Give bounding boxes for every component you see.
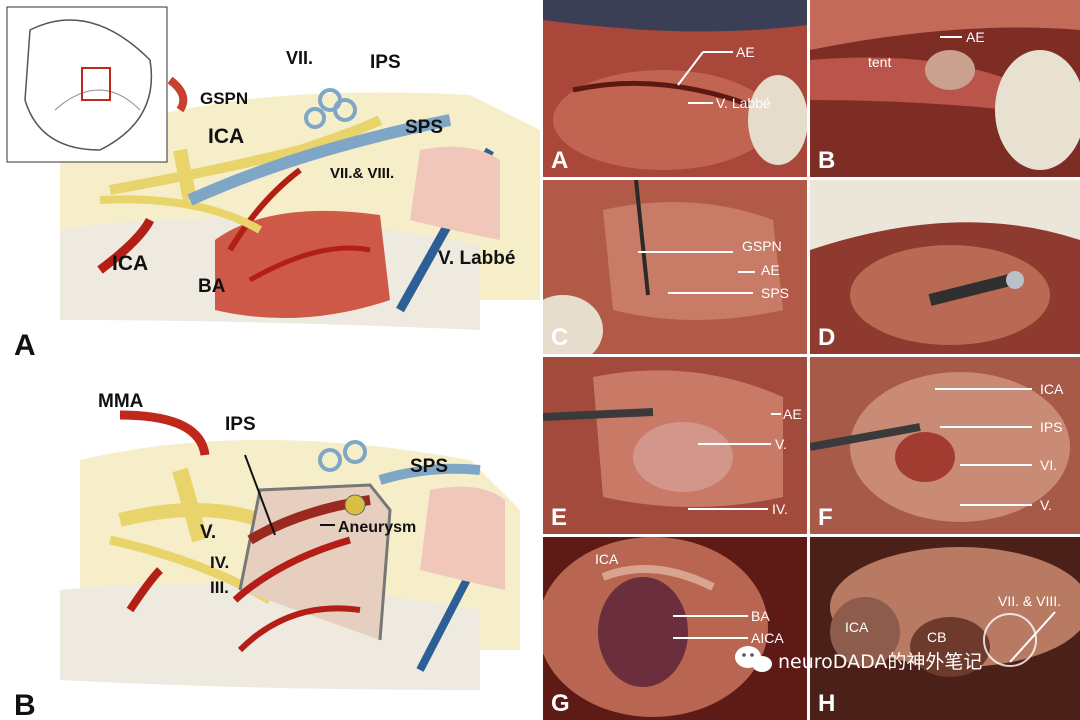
photo-d: D <box>810 180 1080 354</box>
photo-g-letter: G <box>551 690 570 717</box>
photo-c-label-sps: SPS <box>761 285 789 301</box>
photo-a-letter: A <box>551 147 568 174</box>
label-ips: IPS <box>370 52 401 73</box>
label-sps: SPS <box>410 456 448 477</box>
label-v: V. <box>200 522 216 543</box>
photo-c-label-gspn: GSPN <box>742 238 782 254</box>
photo-f: ICA IPS VI. V. F <box>810 357 1080 534</box>
photo-b-label-ae: AE <box>966 29 985 45</box>
label-ica-left: ICA <box>112 252 148 275</box>
photo-f-letter: F <box>818 504 833 531</box>
label-v-labbe: V. Labbé <box>438 248 515 269</box>
photo-e-label-ae: AE <box>783 406 802 422</box>
photo-f-label-vi: VI. <box>1040 457 1057 473</box>
photo-a-label-v-labbe: V. Labbé <box>716 95 771 111</box>
label-iii: III. <box>210 578 229 597</box>
photo-e-label-v: V. <box>775 436 787 452</box>
label-ica-top: ICA <box>208 125 244 148</box>
photo-a: AE V. Labbé A <box>543 0 807 177</box>
panel-letter-a: A <box>14 329 36 360</box>
photo-h-label-vii-viii: VII. & VIII. <box>998 593 1061 609</box>
watermark: neuroDADA的神外笔记 <box>720 610 1080 690</box>
photo-e-label-iv: IV. <box>772 501 788 517</box>
illustration-b: MMA IPS SPS Aneurysm V. IV. III. B <box>0 360 540 720</box>
wechat-icon <box>735 646 772 672</box>
photo-b-label-tent: tent <box>868 54 891 70</box>
photo-c-letter: C <box>551 324 568 351</box>
photo-d-letter: D <box>818 324 835 351</box>
label-vii-viii: VII.& VIII. <box>330 165 394 182</box>
photo-g-label-ica: ICA <box>595 551 619 567</box>
photo-e-letter: E <box>551 504 567 531</box>
photo-c: GSPN AE SPS C <box>543 180 807 354</box>
photo-h-letter: H <box>818 690 835 717</box>
label-ips: IPS <box>225 414 256 435</box>
label-gspn: GSPN <box>200 89 248 108</box>
photo-e: AE V. IV. E <box>543 357 807 534</box>
photo-g: ICA BA AICA G <box>543 537 807 720</box>
photo-c-label-ae: AE <box>761 262 780 278</box>
photo-a-label-ae: AE <box>736 44 755 60</box>
photo-h-label-ica: ICA <box>845 619 869 635</box>
photo-f-label-ips: IPS <box>1040 419 1063 435</box>
label-ba: BA <box>198 276 226 297</box>
label-vii: VII. <box>286 48 313 68</box>
photo-f-label-v: V. <box>1040 497 1052 513</box>
photo-g-label-aica: AICA <box>751 630 784 646</box>
panel-letter-b: B <box>14 689 36 720</box>
label-iv: IV. <box>210 553 229 572</box>
watermark-text: neuroDADA的神外笔记 <box>778 651 982 673</box>
photo-b: tent AE B <box>810 0 1080 177</box>
photo-h-label-cb: CB <box>927 629 946 645</box>
label-aneurysm: Aneurysm <box>338 519 416 536</box>
illustration-a: VII. IPS GSPN ICA SPS VII.& VIII. ICA BA… <box>0 0 540 360</box>
photo-g-label-ba: BA <box>751 608 770 624</box>
photo-f-label-ica: ICA <box>1040 381 1064 397</box>
photo-b-letter: B <box>818 147 835 174</box>
label-sps: SPS <box>405 117 443 138</box>
label-mma: MMA <box>98 391 144 412</box>
photo-h: ICA CB VII. & VIII. H <box>810 537 1080 720</box>
